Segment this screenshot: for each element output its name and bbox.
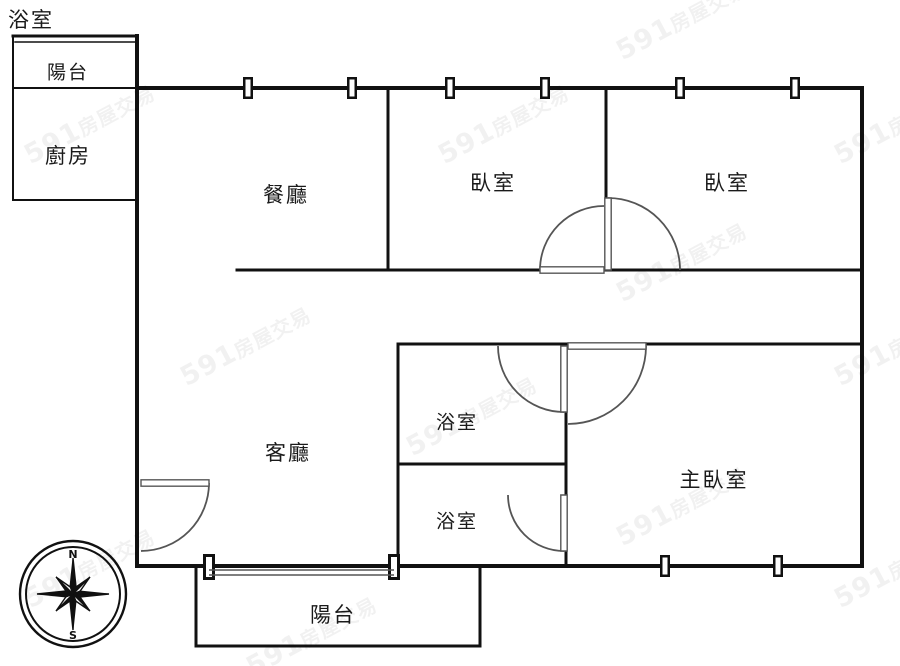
door-swings [140,197,681,552]
door-master-bedroom [567,342,647,425]
door-bathroom-lower [507,494,568,552]
room-label-master-bedroom: 主臥室 [679,468,749,492]
room-label-balcony-upper: 陽台 [46,61,90,84]
room-label-balcony-lower: 陽台 [310,603,356,627]
compass-north-label: N [68,548,77,561]
compass-inner-ring [25,546,121,642]
window-dining-2 [347,77,357,99]
window-bedroom1-2 [540,77,550,99]
compass-south-label: S [69,629,77,642]
room-label-dining-room: 餐廳 [263,183,309,207]
compass-outer-ring [18,539,128,649]
window-master-1 [660,555,670,577]
interior-walls [11,34,864,648]
window-bedroom2-1 [675,77,685,99]
exterior-walls [135,34,864,568]
room-label-bedroom-middle: 臥室 [470,171,516,195]
room-label-living-room: 客廳 [265,441,311,465]
room-label-kitchen: 廚房 [45,144,91,168]
room-label-bathroom-upper: 浴室 [435,411,479,434]
door-bathroom-upper [497,345,568,413]
room-label-bathroom-lower: 浴室 [435,510,479,533]
compass-star [36,557,110,631]
window-master-2 [773,555,783,577]
window-bedroom1-1 [445,77,455,99]
compass-rose: NS [18,539,128,649]
window-dining-1 [243,77,253,99]
window-bedroom2-2 [790,77,800,99]
room-label-bedroom-right: 臥室 [704,171,750,195]
door-bedroom-middle [539,205,605,274]
door-bedroom-right [604,197,681,271]
door-entry [140,479,210,552]
window-symbols [243,77,800,577]
plan-corner-label: 浴室 [8,8,54,32]
balcony-slider-right [388,554,400,580]
balcony-sliding-panel [209,569,394,576]
sliding-door-symbols [203,554,400,580]
balcony-slider-left [203,554,215,580]
